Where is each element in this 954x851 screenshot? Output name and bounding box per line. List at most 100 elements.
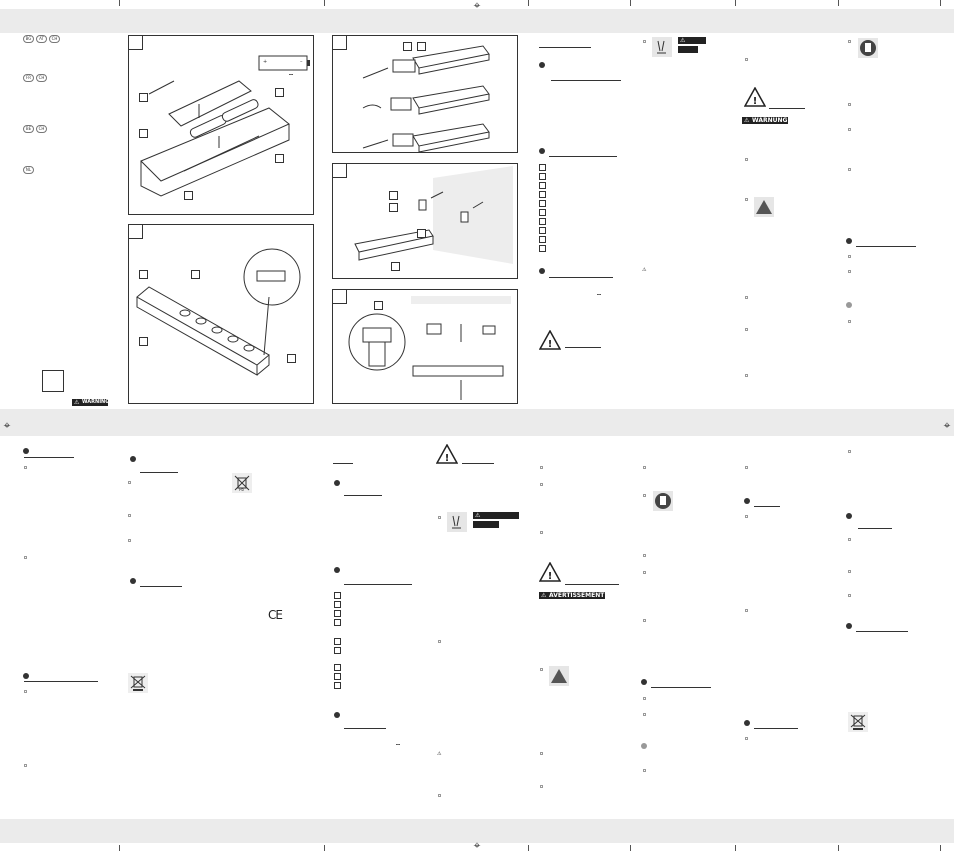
paragraph-marker [848, 255, 851, 258]
callout-box [139, 129, 148, 138]
panel-number [129, 225, 143, 239]
crop-mark [324, 0, 325, 6]
paragraph-marker [643, 769, 646, 772]
parts-list-box [334, 682, 341, 689]
battery-minus: – [300, 59, 303, 65]
dc-symbol: ⎓ [289, 72, 293, 78]
crop-mark [528, 0, 529, 6]
callout-box [389, 191, 398, 200]
section-heading-rule [565, 347, 601, 348]
panel-number [333, 290, 347, 304]
child-hazard-icon [447, 512, 467, 532]
glove-icon [653, 491, 673, 511]
section-bullet [130, 578, 136, 584]
section-heading-rule [344, 728, 386, 729]
parts-list-box [334, 619, 341, 626]
crop-mark [324, 845, 325, 851]
section-bullet [744, 720, 750, 726]
panel-number [333, 164, 347, 178]
crop-mark [119, 845, 120, 851]
parts-list-box [334, 610, 341, 617]
paragraph-marker [745, 296, 748, 299]
eye-hazard-icon [754, 197, 774, 217]
section-bullet [744, 498, 750, 504]
section-heading-rule [344, 584, 412, 585]
weee-bin-icon [128, 673, 148, 693]
paragraph-marker [540, 785, 543, 788]
callout-box [417, 42, 426, 51]
parts-list-box [539, 209, 546, 216]
paragraph-marker [848, 538, 851, 541]
paragraph-marker [745, 515, 748, 518]
figure-panel-light-bar [128, 224, 314, 404]
figure-panel-wall-mount [332, 163, 518, 279]
registration-mark-icon: ⌖ [473, 838, 481, 851]
crop-mark [838, 845, 839, 851]
paragraph-marker [128, 539, 131, 542]
callout-box [391, 262, 400, 271]
paragraph-marker [540, 531, 543, 534]
callout-box [287, 354, 296, 363]
svg-text:!: ! [445, 453, 450, 464]
wall-mount-illustration [354, 166, 513, 264]
crop-mark [528, 845, 529, 851]
dc-symbol: ⎓ [396, 742, 400, 748]
section-bullet [846, 513, 852, 519]
section-heading-rule [769, 108, 805, 109]
paragraph-marker [540, 483, 543, 486]
battery-plus: + [263, 59, 268, 65]
section-bullet [23, 448, 29, 454]
child-hazard-icon [652, 37, 672, 57]
svg-text:!: ! [753, 96, 758, 107]
paragraph-marker [848, 168, 851, 171]
parts-list-box [539, 200, 546, 207]
section-bullet [846, 302, 852, 308]
language-badge: FR [23, 74, 34, 82]
weee-bin-icon [848, 712, 868, 732]
paragraph-marker [643, 494, 646, 497]
section-heading-rule [858, 528, 892, 529]
paragraph-marker [643, 713, 646, 716]
crop-mark [735, 0, 736, 6]
section-heading-rule [856, 631, 908, 632]
end-cap-illustration [362, 45, 490, 152]
warning-triangle-icon: ! [539, 330, 561, 350]
callout-box [139, 337, 148, 346]
paragraph-marker [128, 514, 131, 517]
callout-box [417, 229, 426, 238]
callout-box [191, 270, 200, 279]
warning-label [678, 46, 698, 53]
registration-mark-icon: ⌖ [943, 418, 951, 432]
paragraph-marker [540, 466, 543, 469]
parts-list-box [539, 191, 546, 198]
paragraph-marker [745, 328, 748, 331]
paragraph-marker [848, 103, 851, 106]
paragraph-marker [745, 737, 748, 740]
section-bullet [23, 673, 29, 679]
crop-mark [630, 0, 631, 6]
paragraph-marker [24, 764, 27, 767]
paragraph-marker [643, 571, 646, 574]
middle-band [0, 409, 954, 436]
warning-triangle-icon: ! [744, 87, 766, 107]
paragraph-marker [848, 270, 851, 273]
paragraph-marker [438, 640, 441, 643]
section-bullet [334, 480, 340, 486]
paragraph-marker [24, 466, 27, 469]
paragraph-marker [128, 481, 131, 484]
warning-mark: ⚠ [642, 267, 647, 273]
callout-box [139, 270, 148, 279]
section-heading-rule [754, 506, 780, 507]
paragraph-marker [643, 40, 646, 43]
parts-list-box [539, 245, 546, 252]
crop-mark [119, 0, 120, 6]
paragraph-marker [643, 554, 646, 557]
section-bullet [539, 268, 545, 274]
parts-list-box [334, 638, 341, 645]
parts-list-box [334, 664, 341, 671]
callout-box [403, 42, 412, 51]
paragraph-marker [745, 158, 748, 161]
section-heading-rule [651, 687, 711, 688]
paragraph-marker [848, 570, 851, 573]
parts-list-box [539, 173, 546, 180]
